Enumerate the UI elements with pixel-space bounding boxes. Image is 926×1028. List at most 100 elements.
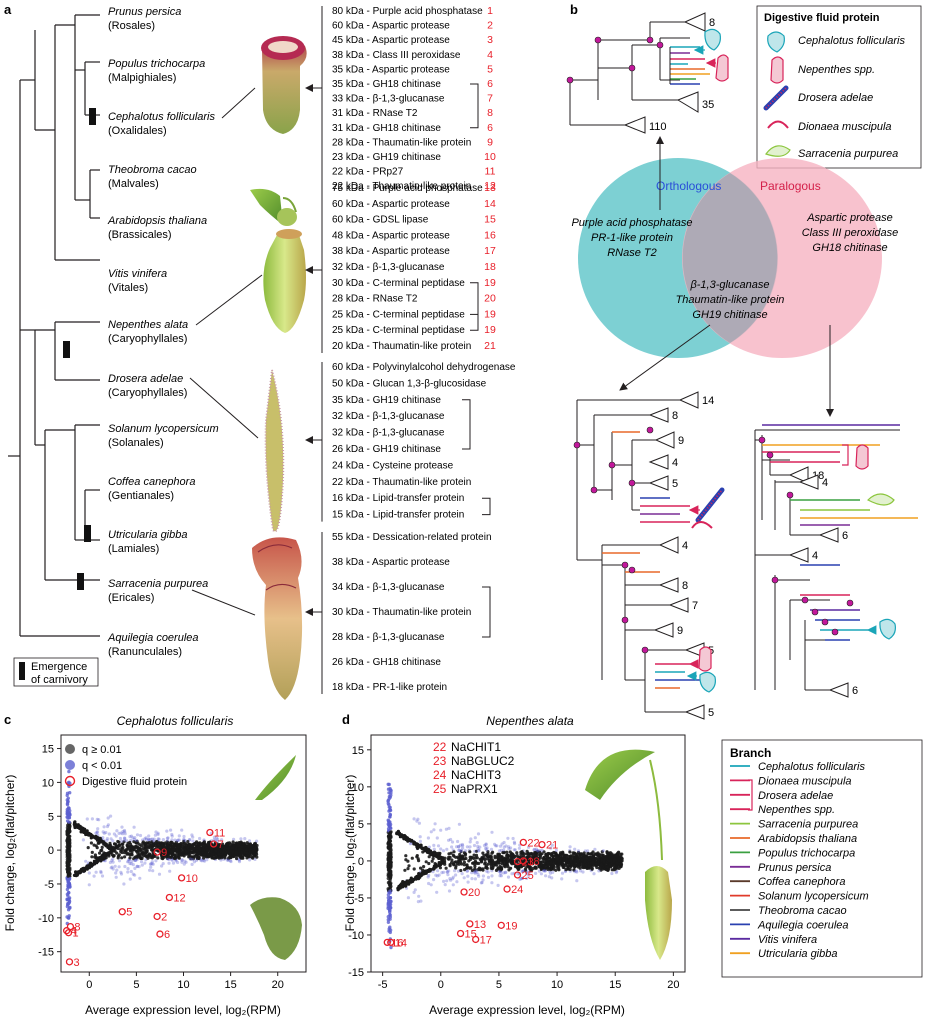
y-axis-label: Fold change, log₂(flat/pitcher)	[3, 775, 17, 932]
protein-entry: 33 kDa - β-1,3-glucanase	[332, 94, 445, 105]
species-order: (Gentianales)	[108, 490, 174, 502]
digestive-protein-point	[206, 828, 214, 837]
drosera-leaf-image	[264, 369, 285, 533]
branch-legend-item: Nepenthes spp.	[758, 804, 835, 816]
clade-count: 110	[649, 121, 667, 133]
collapsed-clade	[648, 407, 669, 423]
species-order: (Caryophyllales)	[108, 333, 187, 345]
digestive-protein-point	[63, 927, 71, 935]
protein-entry: 31 kDa - GH18 chitinase	[332, 123, 441, 134]
branch-legend-item: Cephalotus follicularis	[758, 761, 865, 773]
legend-item-label: Nepenthes spp.	[798, 64, 875, 76]
protein-entry: 55 kDa - Dessication-related protein	[332, 532, 492, 543]
venn-overlap-item: Thaumatin-like protein	[676, 294, 785, 306]
clade-count: 8	[682, 580, 688, 592]
x-tick-label: 10	[177, 979, 189, 991]
nepenthes-pitcher-image	[250, 188, 306, 333]
x-tick-label: 10	[551, 979, 563, 991]
orthologous-tree-clades: 148945487955	[648, 391, 714, 720]
y-tick-label: 5	[48, 811, 54, 823]
digestive-protein-point	[118, 908, 126, 916]
top-tree-nodes	[566, 36, 664, 84]
digestive-protein-label: 18	[527, 856, 539, 868]
digestive-protein-label: 20	[468, 887, 480, 899]
species-name: Aquilegia coerulea	[107, 632, 199, 644]
collapsed-clade	[818, 527, 839, 543]
digestive-protein-point	[387, 938, 395, 947]
nepenthes-leaf-image	[585, 749, 655, 800]
legend-item-label: Sarracenia purpurea	[798, 148, 898, 160]
protein-entry: 28 kDa - Thaumatin-like protein	[332, 137, 471, 148]
venn-ortholog-item: RNase T2	[607, 247, 657, 259]
digestive-protein-point	[153, 912, 161, 921]
clade-count: 4	[672, 457, 678, 469]
branch-legend-item: Aquilegia coerulea	[757, 919, 849, 931]
branch-legend-item: Prunus persica	[758, 862, 831, 874]
digestive-protein-label: 7	[218, 839, 224, 851]
venn-paralog-item: Aspartic protease	[806, 212, 893, 224]
top-tree-collapsed-clades	[623, 12, 706, 134]
paralogous-tree-colored-leaves	[762, 424, 918, 641]
digestive-protein-point	[456, 929, 465, 938]
species-name: Cephalotus follicularis	[108, 111, 215, 123]
collapsed-clade	[798, 474, 819, 490]
protein-number: 6	[487, 122, 493, 134]
protein-entry: 32 kDa - β-1,3-glucanase	[332, 262, 445, 273]
legend-item: Digestive fluid protein	[82, 776, 187, 788]
paralogous-label: Paralogous	[760, 179, 821, 193]
protein-entry: 16 kDa - Lipid-transfer protein	[332, 493, 464, 504]
digestive-protein-label: 4	[71, 926, 77, 938]
protein-entry: 45 kDa - Aspartic protease	[332, 35, 450, 46]
carnivory-marker-utricularia	[84, 525, 91, 542]
x-tick-label: 20	[272, 979, 284, 991]
protein-number: 2	[487, 20, 493, 32]
branch-legend-item: Drosera adelae	[758, 790, 833, 802]
legend-title: Digestive fluid protein	[764, 12, 880, 24]
protein-entry: 32 kDa - β-1,3-glucanase	[332, 428, 445, 439]
digestive-protein-label: 8	[74, 922, 80, 934]
protein-number: 9	[487, 136, 493, 148]
collapsed-clade	[648, 454, 669, 470]
legend-item: q < 0.01	[82, 760, 122, 772]
branch-legend-item: Sarracenia purpurea	[758, 819, 858, 831]
protein-entry: 22 kDa - Thaumatin-like protein	[332, 181, 471, 192]
protein-entry: 60 kDa - Aspartic protease	[332, 199, 450, 210]
legend-text: of carnivory	[31, 674, 88, 686]
legend-item-label: Drosera adelae	[798, 92, 873, 104]
collapsed-clade	[648, 475, 669, 491]
panel-a-letter: a	[4, 2, 12, 17]
protein-entry: 28 kDa - RNase T2	[332, 294, 418, 305]
x-axis-label: Average expression level, log₂(RPM)	[85, 1003, 281, 1017]
protein-entry: 28 kDa - β-1,3-glucanase	[332, 632, 445, 643]
protein-entry: 34 kDa - β-1,3-glucanase	[332, 582, 445, 593]
cephalotus-icon	[699, 671, 716, 693]
protein-entry: 75 kDa - Purple acid phosphatase	[332, 183, 483, 194]
protein-number: 15	[484, 214, 496, 226]
branch-legend-item: Populus trichocarpa	[758, 847, 855, 859]
x-tick-label: 20	[667, 979, 679, 991]
species-name: Coffea canephora	[108, 476, 195, 488]
venn-overlap-item: β-1,3-glucanase	[689, 279, 769, 291]
protein-number: 19	[484, 308, 496, 320]
species-name: Sarracenia purpurea	[108, 578, 208, 590]
collapsed-clade	[668, 597, 689, 613]
y-tick-label: 0	[48, 845, 54, 857]
digestive-protein-label: 23	[522, 857, 534, 869]
duplicate-bracket	[462, 399, 471, 450]
nepenthes-icon	[715, 54, 729, 82]
protein-entry: 60 kDa - Polyvinylalcohol dehydrogenase	[332, 362, 516, 373]
gene-number: 25	[433, 782, 447, 796]
clade-count: 6	[852, 685, 858, 697]
digestive-protein-label: 15	[465, 928, 477, 940]
chart-title: Cephalotus follicularis	[117, 714, 234, 728]
digestive-protein-point	[156, 930, 164, 938]
y-tick-label: 15	[352, 745, 364, 757]
nepenthes-pitcher-image	[645, 866, 672, 960]
protein-entry: 30 kDa - Thaumatin-like protein	[332, 607, 471, 618]
carnivory-legend: Emergence of carnivory	[13, 657, 99, 687]
digestive-protein-label: 11	[214, 828, 225, 840]
carnivory-marker-caryophyllales	[63, 341, 70, 358]
cephalotus-pitcher-image	[261, 36, 307, 134]
y-tick-label: -15	[348, 967, 364, 979]
collapsed-clade	[828, 682, 849, 698]
